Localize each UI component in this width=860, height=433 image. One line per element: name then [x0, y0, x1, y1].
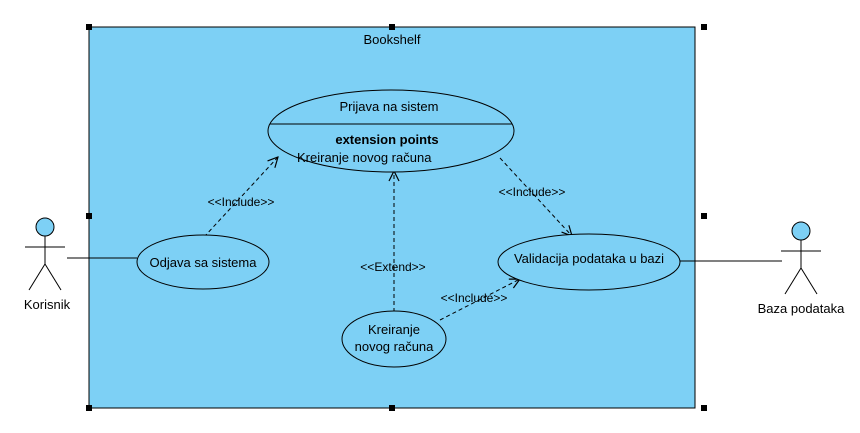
use-case-create-line2: novog računa [355, 339, 435, 354]
actor-baza-podataka[interactable]: Baza podataka [758, 221, 846, 316]
actor-korisnik[interactable]: Korisnik [24, 217, 71, 312]
actor-baza-label: Baza podataka [758, 301, 846, 316]
use-case-create-line1: Kreiranje [368, 322, 420, 337]
use-case-logout[interactable]: Odjava sa sistema [136, 234, 270, 290]
actor-baza-head [791, 221, 811, 241]
handle-top-left[interactable] [86, 24, 92, 30]
label-include-create-validate: <<Include>> [441, 291, 508, 305]
handle-middle-right[interactable] [701, 213, 707, 219]
handle-bottom-middle[interactable] [389, 405, 395, 411]
use-case-create-account[interactable]: Kreiranje novog računa [341, 310, 447, 368]
label-extend-create-login: <<Extend>> [360, 260, 425, 274]
handle-middle-left[interactable] [86, 213, 92, 219]
handle-bottom-left[interactable] [86, 405, 92, 411]
use-case-login[interactable]: Prijava na sistem extension points Kreir… [267, 89, 515, 173]
label-include-logout-login: <<Include>> [208, 195, 275, 209]
handle-top-right[interactable] [701, 24, 707, 30]
actor-korisnik-label: Korisnik [24, 297, 71, 312]
use-case-login-title: Prijava na sistem [340, 99, 439, 114]
system-title: Bookshelf [363, 32, 420, 47]
use-case-validate-label: Validacija podataka u bazi [514, 251, 664, 266]
extension-point-item: Kreiranje novog računa [297, 150, 432, 165]
handle-top-middle[interactable] [389, 24, 395, 30]
handle-bottom-right[interactable] [701, 405, 707, 411]
use-case-logout-label: Odjava sa sistema [150, 255, 258, 270]
extension-points-header: extension points [335, 132, 438, 147]
include-login-validate[interactable] [499, 157, 572, 236]
actor-korisnik-head [35, 217, 55, 237]
label-include-login-validate: <<Include>> [499, 185, 566, 199]
use-case-validate[interactable]: Validacija podataka u bazi [497, 233, 681, 291]
include-create-validate[interactable] [439, 279, 520, 321]
selection-handles[interactable] [86, 24, 707, 411]
